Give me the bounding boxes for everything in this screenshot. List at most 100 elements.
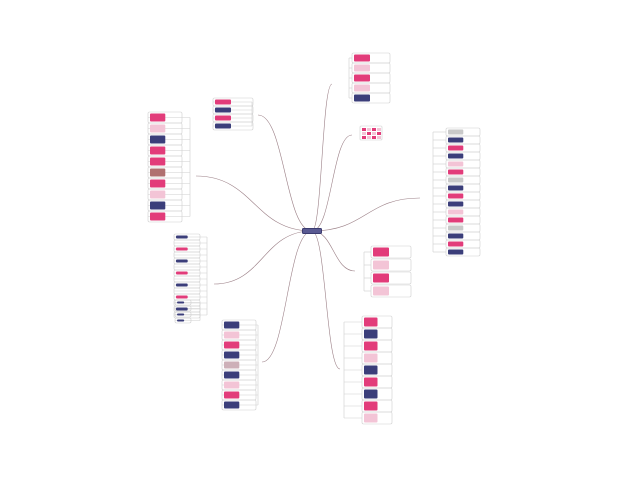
bottom-left-item-thumb xyxy=(224,371,240,379)
center-right-item-thumb xyxy=(373,273,389,283)
top-right-item-thumb xyxy=(354,74,370,82)
left-lower-b-item-thumb xyxy=(177,313,185,316)
mid-right-cell xyxy=(362,132,366,135)
center-right-item-frame xyxy=(370,245,412,259)
mid-right-cell xyxy=(372,132,376,135)
bottom-right-item-thumb xyxy=(364,341,378,351)
center-right-item-thumb xyxy=(373,286,389,296)
center-right-item-frame xyxy=(370,284,412,298)
center-right-item-thumb xyxy=(373,260,389,270)
connector-bottom-right xyxy=(311,230,341,370)
center-right-item-thumb xyxy=(373,247,389,257)
top-left-item-thumb xyxy=(215,123,231,129)
bottom-right-item-thumb xyxy=(364,389,378,399)
connector-right xyxy=(311,197,421,232)
mid-right-cell xyxy=(377,128,381,131)
mid-right-cell xyxy=(372,128,376,131)
connector-left-upper xyxy=(195,175,313,232)
left-upper-item-thumb xyxy=(150,135,166,144)
right-item-frame xyxy=(445,247,481,257)
item-thumbnails xyxy=(150,54,464,423)
bottom-right-item-thumb xyxy=(364,413,378,423)
bottom-left-item-thumb xyxy=(224,401,240,409)
left-upper-item-thumb xyxy=(150,157,166,166)
left-lower-b-item-thumb xyxy=(177,301,185,304)
connector-left-lower xyxy=(213,230,313,285)
left-lower-b-item-thumb xyxy=(177,307,185,310)
right-item-thumb xyxy=(448,209,464,215)
left-lower-b-item-frame xyxy=(174,299,192,306)
connector-center-right xyxy=(311,230,356,272)
bottom-right-item-thumb xyxy=(364,329,378,339)
bottom-left-item-thumb xyxy=(224,351,240,359)
top-right-item-thumb xyxy=(354,94,370,102)
mid-right-cell xyxy=(362,136,366,139)
left-lower-b-item-frame xyxy=(174,311,192,318)
right-item-thumb xyxy=(448,185,464,191)
right-item-thumb xyxy=(448,129,464,135)
bottom-left-item-frame xyxy=(221,399,257,411)
item-frames xyxy=(147,52,481,425)
left-upper-item-thumb xyxy=(150,179,166,188)
mid-right-cell xyxy=(377,136,381,139)
top-left-item-thumb xyxy=(215,107,231,113)
bottom-left-item-thumb xyxy=(224,331,240,339)
bottom-right-item-thumb xyxy=(364,401,378,411)
connector-mid-right xyxy=(311,134,353,232)
bottom-right-item-thumb xyxy=(364,317,378,327)
connector-top-left xyxy=(257,114,313,232)
connector-lines xyxy=(195,83,421,370)
mid-right-cell xyxy=(367,128,371,131)
center-right-item-frame xyxy=(370,258,412,272)
bottom-right-item-frame xyxy=(361,411,393,425)
right-item-thumb xyxy=(448,137,464,143)
left-lower-item-thumb xyxy=(176,295,188,299)
left-lower-item-thumb xyxy=(176,283,188,287)
mid-right-cell xyxy=(377,132,381,135)
top-left-item-frame xyxy=(212,121,254,131)
left-lower-item-thumb xyxy=(176,247,188,251)
left-upper-item-thumb xyxy=(150,146,166,155)
left-upper-item-thumb xyxy=(150,168,166,177)
top-right-item-thumb xyxy=(354,84,370,92)
right-item-thumb xyxy=(448,177,464,183)
right-item-thumb xyxy=(448,217,464,223)
bottom-right-item-thumb xyxy=(364,377,378,387)
right-item-thumb xyxy=(448,201,464,207)
right-item-thumb xyxy=(448,145,464,151)
top-right-item-thumb xyxy=(354,64,370,72)
left-upper-item-thumb xyxy=(150,190,166,199)
bottom-right-item-thumb xyxy=(364,365,378,375)
top-left-item-thumb xyxy=(215,115,231,121)
mid-right-item-frame xyxy=(359,125,383,141)
right-item-thumb xyxy=(448,233,464,239)
left-lower-b-item-thumb xyxy=(177,319,185,322)
center-right-item-frame xyxy=(370,271,412,285)
top-left-item-thumb xyxy=(215,99,231,105)
mid-right-cell xyxy=(372,136,376,139)
top-right-item-frame xyxy=(351,92,391,104)
bottom-right-item-thumb xyxy=(364,353,378,363)
left-lower-b-item-frame xyxy=(174,317,192,324)
bottom-left-item-thumb xyxy=(224,341,240,349)
right-item-thumb xyxy=(448,241,464,247)
central-topic[interactable] xyxy=(302,228,322,234)
connector-bottom-left xyxy=(261,230,313,363)
left-lower-item-thumb xyxy=(176,235,188,239)
right-item-thumb xyxy=(448,193,464,199)
right-item-thumb xyxy=(448,153,464,159)
right-item-thumb xyxy=(448,161,464,167)
bottom-left-item-thumb xyxy=(224,381,240,389)
left-upper-item-thumb xyxy=(150,201,166,210)
bottom-left-item-thumb xyxy=(224,361,240,369)
right-item-thumb xyxy=(448,169,464,175)
bottom-left-item-thumb xyxy=(224,321,240,329)
right-item-thumb xyxy=(448,225,464,231)
bottom-left-item-thumb xyxy=(224,391,240,399)
connector-top-right xyxy=(311,83,333,232)
mid-right-cell xyxy=(367,136,371,139)
left-upper-item-frame xyxy=(147,210,183,223)
mid-right-cell xyxy=(362,128,366,131)
left-lower-item-thumb xyxy=(176,271,188,275)
